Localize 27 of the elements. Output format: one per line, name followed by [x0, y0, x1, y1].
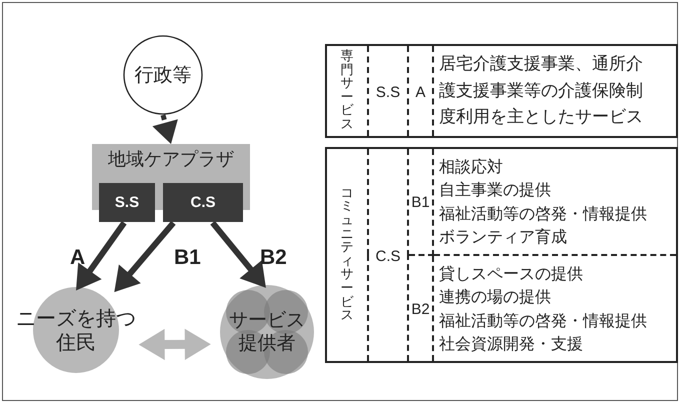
type-code: A — [408, 45, 433, 137]
service-description: 居宅介護支援事業、通所介護支援事業等の介護保険制度利用を主としたサービス — [433, 45, 677, 137]
service-box: C.S — [163, 183, 243, 222]
arrow — [152, 114, 178, 144]
type-code: B2 — [408, 255, 433, 362]
arrow — [138, 328, 211, 360]
arrow — [76, 221, 127, 290]
list-item: 自主事業の提供 — [438, 179, 552, 202]
list-item: ボランティア育成 — [438, 226, 568, 248]
list-item: 社会資源開発・支援 — [438, 332, 584, 355]
arrow — [114, 220, 176, 292]
category-code: S.S — [368, 45, 408, 137]
category-code: C.S — [368, 148, 408, 362]
service-box: S.S — [99, 183, 155, 222]
list-item: 福祉活動等の啓発・情報提供 — [438, 310, 648, 332]
edge-label: B2 — [260, 246, 287, 270]
edge-label: A — [70, 246, 86, 270]
edge-label: B1 — [174, 246, 201, 270]
list-item: 福祉活動等の啓発・情報提供 — [438, 202, 648, 224]
type-code: B1 — [408, 148, 433, 255]
category-label: コミュニティサービス — [326, 148, 368, 362]
agency-circle: 行政等 — [123, 35, 203, 115]
list-item: 相談応対 — [438, 156, 504, 178]
category-label: 専門サービス — [326, 45, 368, 137]
arrow — [210, 220, 266, 288]
list-item: 貸しスペースの提供 — [438, 263, 584, 286]
list-item: 連携の場の提供 — [438, 286, 552, 308]
